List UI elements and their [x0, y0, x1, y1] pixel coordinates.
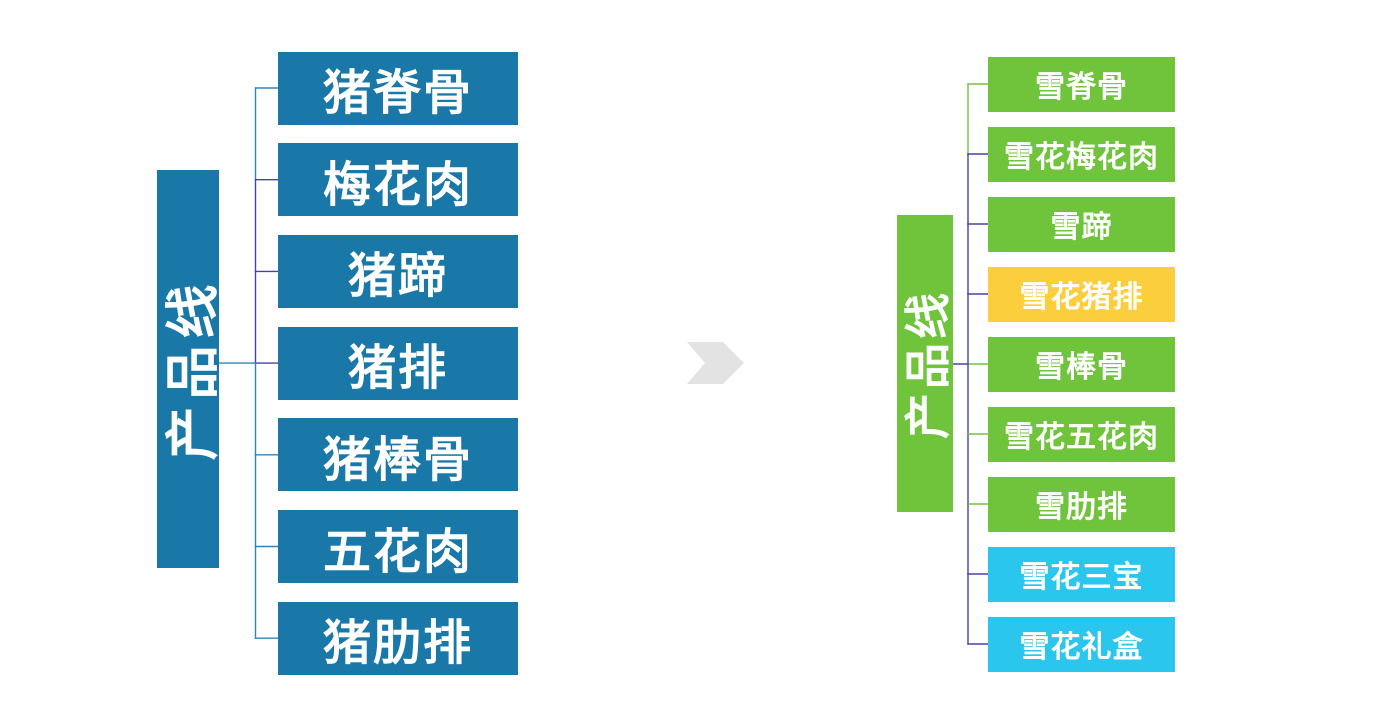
left-product-item-2: 梅花肉: [278, 143, 518, 217]
product-item-label: 猪肋排: [322, 617, 473, 671]
right-product-item-2: 雪花梅花肉: [988, 126, 1175, 182]
product-item-label: 雪花梅花肉: [1004, 141, 1159, 174]
left-product-item-1: 猪脊骨: [278, 51, 518, 125]
product-item-label: 雪花猪排: [1019, 281, 1144, 314]
product-item-label: 雪脊骨: [1035, 71, 1128, 104]
left-product-item-3: 猪蹄: [278, 234, 518, 308]
left-product-line-root: 产品线: [157, 170, 224, 568]
right-product-item-1: 雪脊骨: [988, 56, 1175, 112]
product-item-label: 雪花三宝: [1019, 561, 1144, 594]
product-item-label: 五花肉: [322, 525, 473, 579]
right-product-item-9: 雪花礼盒: [988, 616, 1175, 672]
left-product-item-4: 猪排: [278, 326, 518, 400]
product-line-root-label: 产品线: [902, 288, 954, 439]
product-item-label: 雪棒骨: [1035, 351, 1128, 384]
left-product-item-7: 猪肋排: [278, 601, 518, 675]
right-product-item-4: 雪花猪排: [988, 266, 1175, 322]
product-item-label: 猪棒骨: [322, 433, 473, 487]
right-product-item-7: 雪肋排: [988, 476, 1175, 532]
product-item-label: 猪蹄: [347, 250, 448, 304]
right-product-item-8: 雪花三宝: [988, 546, 1175, 602]
right-product-item-3: 雪蹄: [988, 196, 1175, 252]
product-item-label: 雪肋排: [1035, 491, 1128, 524]
product-item-label: 猪脊骨: [322, 67, 473, 120]
right-product-item-5: 雪棒骨: [988, 336, 1175, 392]
right-product-item-6: 雪花五花肉: [988, 406, 1175, 462]
left-product-item-5: 猪棒骨: [278, 418, 518, 492]
product-item-label: 雪蹄: [1050, 211, 1113, 244]
product-item-label: 梅花肉: [322, 158, 473, 212]
product-item-label: 雪花礼盒: [1019, 631, 1144, 664]
product-item-label: 雪花五花肉: [1004, 421, 1159, 454]
product-item-label: 猪排: [347, 342, 448, 396]
right-product-line-root: 产品线: [897, 215, 954, 512]
left-product-item-6: 五花肉: [278, 510, 518, 583]
